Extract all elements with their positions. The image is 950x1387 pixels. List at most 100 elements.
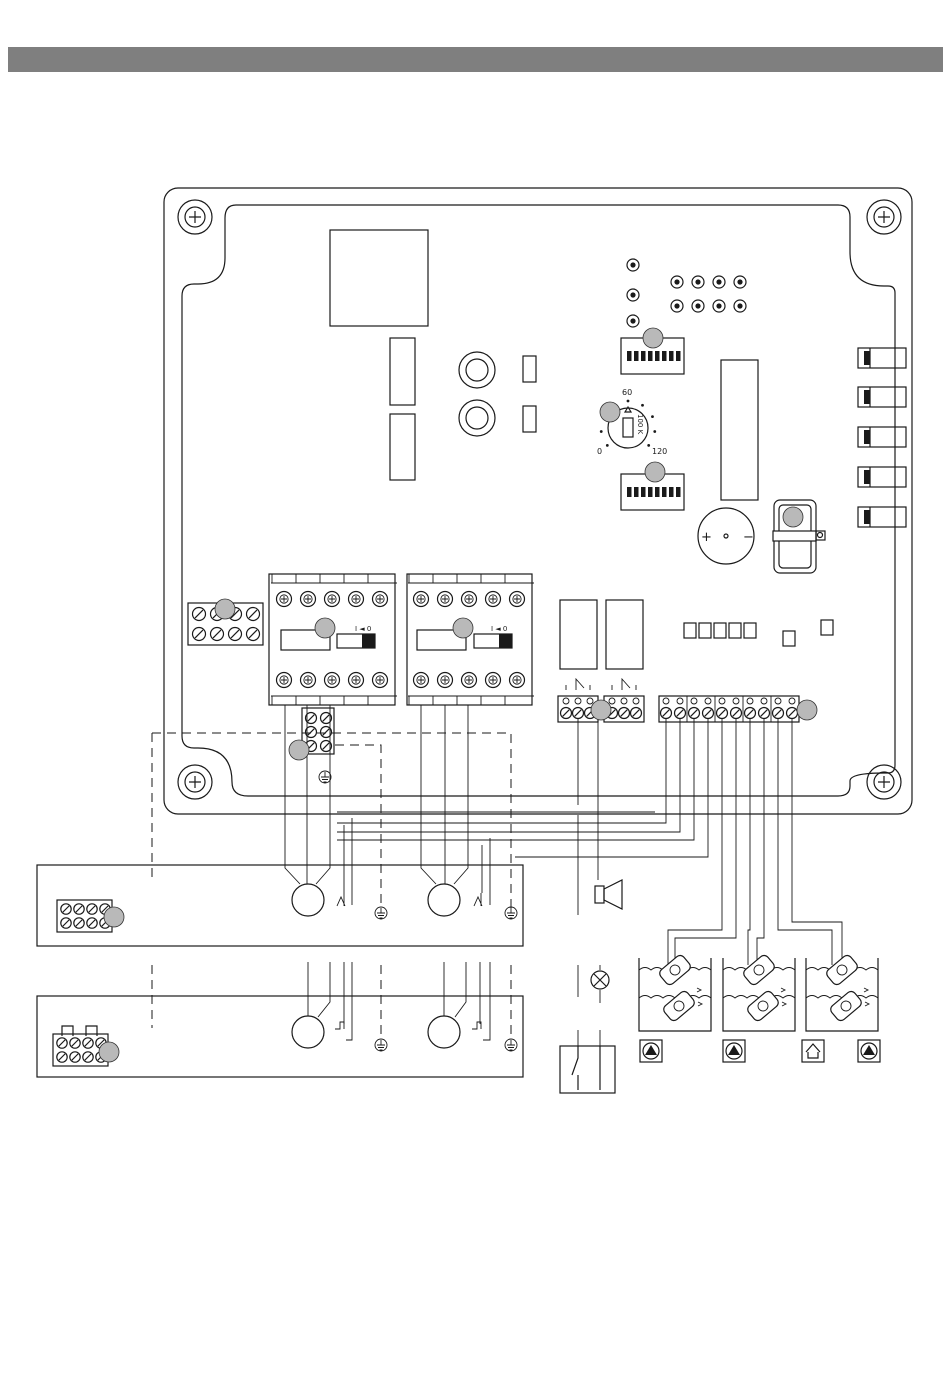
indicator-lamp-1	[459, 352, 495, 388]
dip-lever	[676, 351, 681, 361]
terminal-screw-icon	[70, 1038, 80, 1048]
fuse-1	[390, 338, 415, 405]
thermal-switch-icons	[335, 893, 482, 1029]
buzzer-plus: +	[701, 530, 712, 545]
led-icon	[671, 276, 683, 288]
side-connector-column	[858, 348, 906, 527]
motor-3-icon	[292, 1016, 324, 1048]
small-component	[783, 631, 795, 646]
side-connector	[858, 507, 906, 527]
box-earth-icon	[319, 771, 331, 783]
terminal-screw-icon	[87, 918, 97, 928]
terminal-screw-icon	[87, 904, 97, 914]
pot-label-120: 120	[652, 447, 667, 456]
pot-scale-dot	[641, 404, 644, 407]
earth-ground-icon	[375, 907, 387, 919]
pot-scale-dot	[627, 400, 630, 403]
indicator-lamp-2	[459, 400, 495, 436]
pot-scale-dot	[651, 415, 654, 418]
contactor-screw-icon	[462, 673, 477, 688]
terminal-screw-icon	[193, 608, 206, 621]
terminal-screw-icon	[573, 708, 584, 719]
led-icon	[713, 300, 725, 312]
contactor-2: I ◄ 0	[407, 574, 534, 705]
earth-ground-icon	[505, 907, 517, 919]
contactor-2-switch-label: I ◄ 0	[491, 625, 507, 633]
pot-label-60: 60	[622, 388, 632, 397]
terminal-screw-icon	[631, 708, 642, 719]
tank-float-switch	[723, 953, 795, 1031]
contactor-screw-icon	[301, 592, 316, 607]
contactor-screw-icon	[349, 673, 364, 688]
dip-lever	[676, 487, 681, 497]
terminal-screw-icon	[773, 708, 784, 719]
led-icon	[627, 259, 639, 271]
callout-marker	[289, 740, 309, 760]
contactor-screw-icon	[277, 592, 292, 607]
callout-marker	[215, 599, 235, 619]
callout-marker	[645, 462, 665, 482]
small-component	[744, 623, 756, 638]
contactor-1: I ◄ 0	[269, 574, 397, 705]
contactor-screw-icon	[325, 592, 340, 607]
dip-lever	[669, 351, 674, 361]
pot-label-0: 0	[597, 447, 602, 456]
callout-markers	[99, 328, 817, 1062]
signal-lamp-icon	[578, 965, 609, 1003]
small-components	[684, 620, 833, 646]
terminal-screw-icon	[61, 904, 71, 914]
led-indicator-group	[627, 259, 746, 327]
terminal-screw-icon	[717, 708, 728, 719]
terminal-screw-icon	[689, 708, 700, 719]
terminal-screw-icon	[57, 1052, 67, 1062]
pot-scale-dot	[600, 430, 603, 433]
mounting-screw-top-left-icon	[178, 200, 212, 234]
terminal-screw-icon	[661, 708, 672, 719]
led-icon	[713, 276, 725, 288]
dip-lever	[641, 351, 646, 361]
pump-1-panel	[37, 865, 523, 946]
terminal-screw-icon	[745, 708, 756, 719]
contactor-screw-icon	[277, 673, 292, 688]
terminal-screw-icon	[703, 708, 714, 719]
terminal-screw-icon	[70, 1052, 80, 1062]
callout-marker	[591, 700, 611, 720]
small-component	[699, 623, 711, 638]
dip-lever	[655, 351, 660, 361]
terminal-screw-icon	[247, 608, 260, 621]
small-component	[821, 620, 833, 635]
buzzer-minus: −	[743, 530, 754, 545]
motor-4-icon	[428, 1016, 460, 1048]
horn-icon	[595, 880, 622, 909]
dip-lever	[634, 351, 639, 361]
contactor-1-switch-label: I ◄ 0	[355, 625, 371, 633]
terminal-screw-icon	[57, 1038, 67, 1048]
pot-scale-dot	[606, 444, 609, 447]
tank-float-switch	[639, 953, 711, 1031]
terminal-screw-icon	[619, 708, 630, 719]
dip-lever	[634, 487, 639, 497]
pump-symbol-3	[858, 1040, 880, 1062]
mounting-screw-bottom-left-icon	[178, 765, 212, 799]
pot-scale-dot	[653, 430, 656, 433]
callout-marker	[315, 618, 335, 638]
terminal-screw-icon	[61, 918, 71, 928]
contactor-screw-icon	[510, 592, 525, 607]
terminal-screw-icon	[83, 1052, 93, 1062]
pot-label-100k: 100 K	[636, 414, 644, 435]
motor-1-icon	[292, 884, 324, 916]
callout-marker	[783, 507, 803, 527]
side-connector	[858, 387, 906, 407]
earth-ground-icon	[375, 1039, 387, 1051]
led-icon	[671, 300, 683, 312]
callout-marker	[643, 328, 663, 348]
motor-2-icon	[428, 884, 460, 916]
float-switch-icon	[658, 953, 693, 986]
float-switch-icon	[825, 953, 860, 986]
callout-marker	[600, 402, 620, 422]
contactor-screw-icon	[510, 673, 525, 688]
side-connector	[858, 427, 906, 447]
terminal-screw-icon	[83, 1038, 93, 1048]
terminal-screw-icon	[229, 628, 242, 641]
